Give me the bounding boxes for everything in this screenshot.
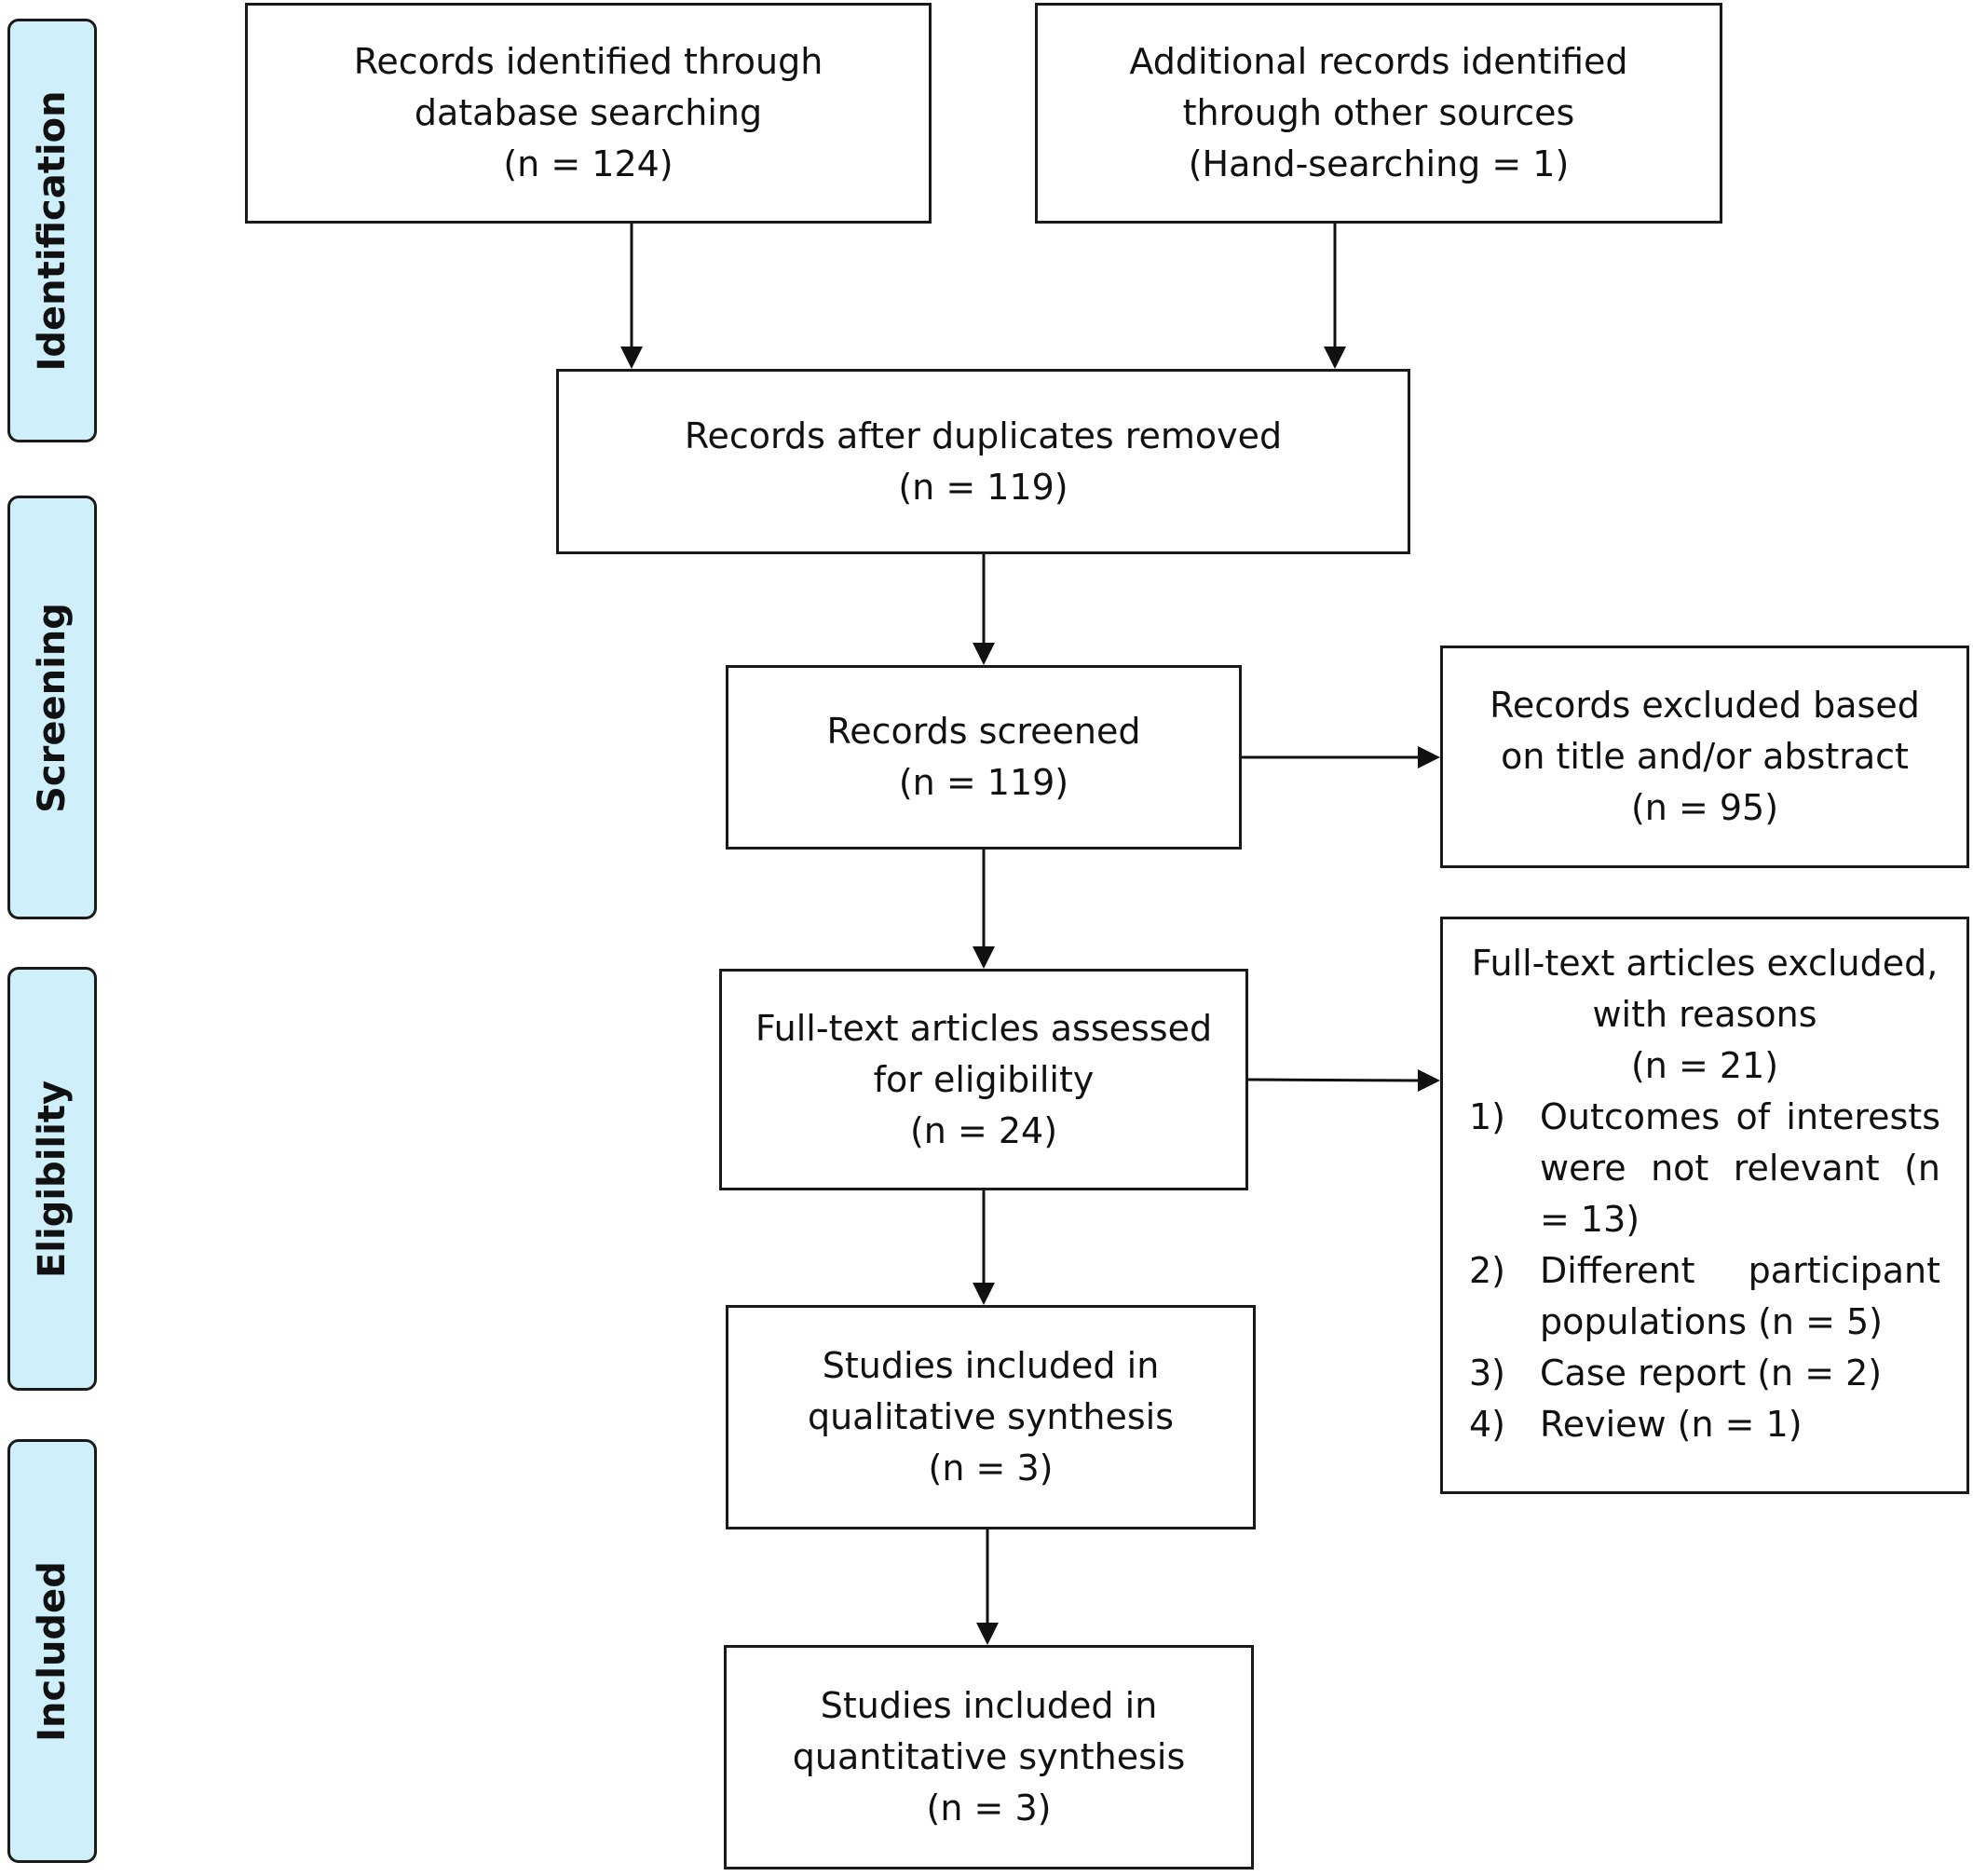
box-records-excluded: Records excluded based on title and/or a… xyxy=(1440,646,1969,868)
arrowhead-fulltext xyxy=(973,946,995,969)
qualitative-line1: Studies included in xyxy=(822,1345,1160,1386)
arrowhead-database xyxy=(620,347,643,369)
fulltext-assessed-line1: Full-text articles assessed xyxy=(755,1007,1213,1049)
exclusion-reason-number: 1) xyxy=(1469,1096,1506,1137)
exclusion-reason-number: 3) xyxy=(1469,1353,1506,1393)
exclusion-reason: 4) Review (n = 1) xyxy=(1443,1399,1966,1450)
arrowhead-excluded xyxy=(1418,746,1440,768)
box-duplicates-removed: Records after duplicates removed (n = 11… xyxy=(556,369,1410,554)
stage-included: Included xyxy=(7,1439,97,1863)
arrowhead-qualitative xyxy=(973,1283,995,1305)
box-fulltext-assessed: Full-text articles assessed for eligibil… xyxy=(719,969,1248,1190)
exclusion-reason-text: Review (n = 1) xyxy=(1540,1404,1803,1445)
stage-eligibility: Eligibility xyxy=(7,967,97,1391)
stage-screening: Screening xyxy=(7,496,97,919)
fulltext-excluded-line2: with reasons xyxy=(1592,994,1817,1035)
exclusion-reason-number: 4) xyxy=(1469,1404,1506,1445)
box-quantitative-synthesis: Studies included in quantitative synthes… xyxy=(724,1645,1254,1869)
arrowhead-quantitative xyxy=(976,1623,999,1645)
database-records-line2: database searching xyxy=(414,92,763,133)
fulltext-assessed-line2: for eligibility xyxy=(873,1058,1095,1100)
exclusion-reason-number: 2) xyxy=(1469,1250,1506,1291)
fulltext-excluded-line1: Full-text articles excluded, xyxy=(1471,943,1939,984)
fulltext-excluded-header: Full-text articles excluded, with reason… xyxy=(1443,938,1966,1092)
box-qualitative-synthesis: Studies included in qualitative synthesi… xyxy=(726,1305,1256,1529)
arrow-fulltext-to-fulltext-excluded xyxy=(1247,1078,1419,1082)
exclusion-reason: 2) Different participant populations (n … xyxy=(1443,1245,1966,1348)
other-sources-line2: through other sources xyxy=(1182,92,1575,133)
database-records-line1: Records identified through xyxy=(353,41,823,82)
exclusion-reason-text: Different participant populations (n = 5… xyxy=(1540,1250,1940,1342)
other-sources-count: (Hand-searching = 1) xyxy=(1188,143,1570,184)
records-screened-line1: Records screened xyxy=(826,711,1141,752)
records-excluded-count: (n = 95) xyxy=(1630,787,1779,828)
duplicates-removed-line1: Records after duplicates removed xyxy=(684,415,1283,456)
arrowhead-screened xyxy=(973,643,995,665)
records-excluded-line2: on title and/or abstract xyxy=(1501,736,1909,777)
box-database-records: Records identified through database sear… xyxy=(245,3,932,224)
exclusion-reason: 1) Outcomes of interests were not releva… xyxy=(1443,1092,1966,1245)
qualitative-line2: qualitative synthesis xyxy=(807,1396,1175,1437)
quantitative-line2: quantitative synthesis xyxy=(792,1736,1186,1777)
other-sources-line1: Additional records identified xyxy=(1129,41,1628,82)
exclusion-reason: 3) Case report (n = 2) xyxy=(1443,1348,1966,1399)
records-screened-count: (n = 119) xyxy=(898,762,1069,803)
box-other-sources: Additional records identified through ot… xyxy=(1035,3,1722,224)
qualitative-count: (n = 3) xyxy=(928,1448,1054,1489)
fulltext-assessed-count: (n = 24) xyxy=(909,1109,1058,1151)
duplicates-removed-count: (n = 119) xyxy=(898,466,1068,508)
quantitative-line1: Studies included in xyxy=(820,1685,1158,1726)
database-records-count: (n = 124) xyxy=(503,143,674,184)
arrowhead-other xyxy=(1324,347,1346,369)
arrowhead-fulltext-excluded xyxy=(1418,1069,1440,1092)
box-records-screened: Records screened (n = 119) xyxy=(726,665,1242,850)
exclusion-reason-text: Outcomes of interests were not relevant … xyxy=(1540,1096,1940,1240)
exclusion-reason-text: Case report (n = 2) xyxy=(1540,1353,1883,1393)
records-excluded-line1: Records excluded based xyxy=(1490,685,1920,726)
quantitative-count: (n = 3) xyxy=(926,1788,1052,1828)
box-fulltext-excluded: Full-text articles excluded, with reason… xyxy=(1440,917,1969,1494)
fulltext-excluded-count: (n = 21) xyxy=(1630,1045,1779,1086)
stage-identification: Identification xyxy=(7,19,97,442)
